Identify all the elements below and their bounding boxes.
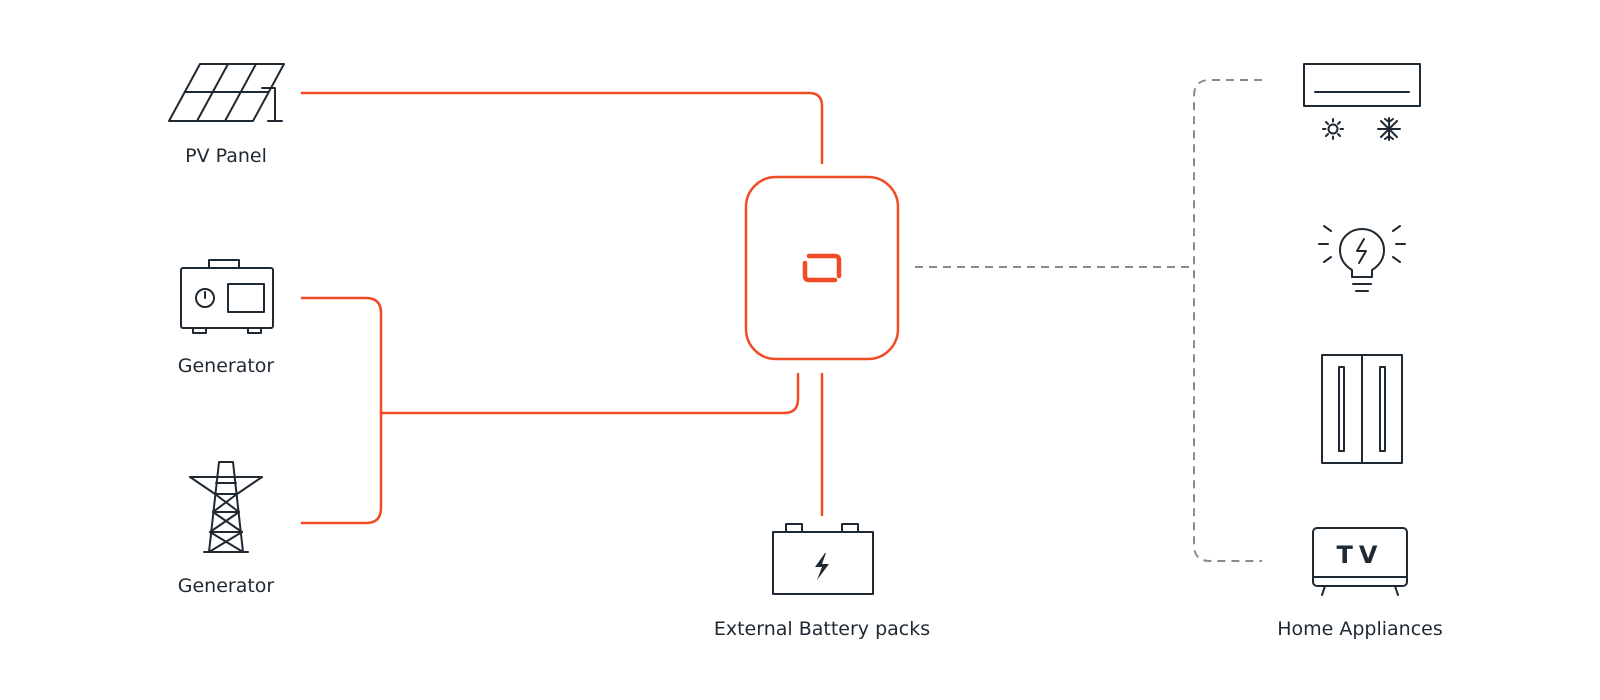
- inverter-logo-icon: [802, 253, 842, 283]
- home-appliances-label: Home Appliances: [1277, 618, 1443, 640]
- refrigerator-icon: [1321, 354, 1403, 464]
- pv-panel-icon: [168, 63, 285, 122]
- combined-feed-line: [379, 372, 800, 415]
- air-conditioner-icon: [1303, 63, 1421, 141]
- light-bulb-icon: [1318, 225, 1406, 292]
- tv-icon: TV: [1312, 527, 1408, 596]
- sun-icon: [1322, 118, 1344, 140]
- battery-icon: [772, 523, 874, 595]
- inverter-unit: [744, 175, 900, 361]
- inverter-box: [744, 175, 900, 361]
- grid-label: Generator: [178, 575, 275, 597]
- pv-panel-label: PV Panel: [185, 145, 267, 167]
- load-bus-dashed-line: [1193, 79, 1262, 562]
- pv-connection-line: [300, 91, 824, 165]
- generator-label: Generator: [178, 355, 275, 377]
- battery-label: External Battery packs: [714, 618, 930, 640]
- connection-lines: [300, 79, 1262, 562]
- transmission-tower-icon: [189, 461, 263, 553]
- tv-text: TV: [1337, 541, 1384, 569]
- generator-connection-line: [300, 296, 383, 525]
- battery-bolt-icon: [815, 553, 829, 580]
- generator-icon: [180, 259, 274, 334]
- snowflake-icon: [1377, 117, 1401, 141]
